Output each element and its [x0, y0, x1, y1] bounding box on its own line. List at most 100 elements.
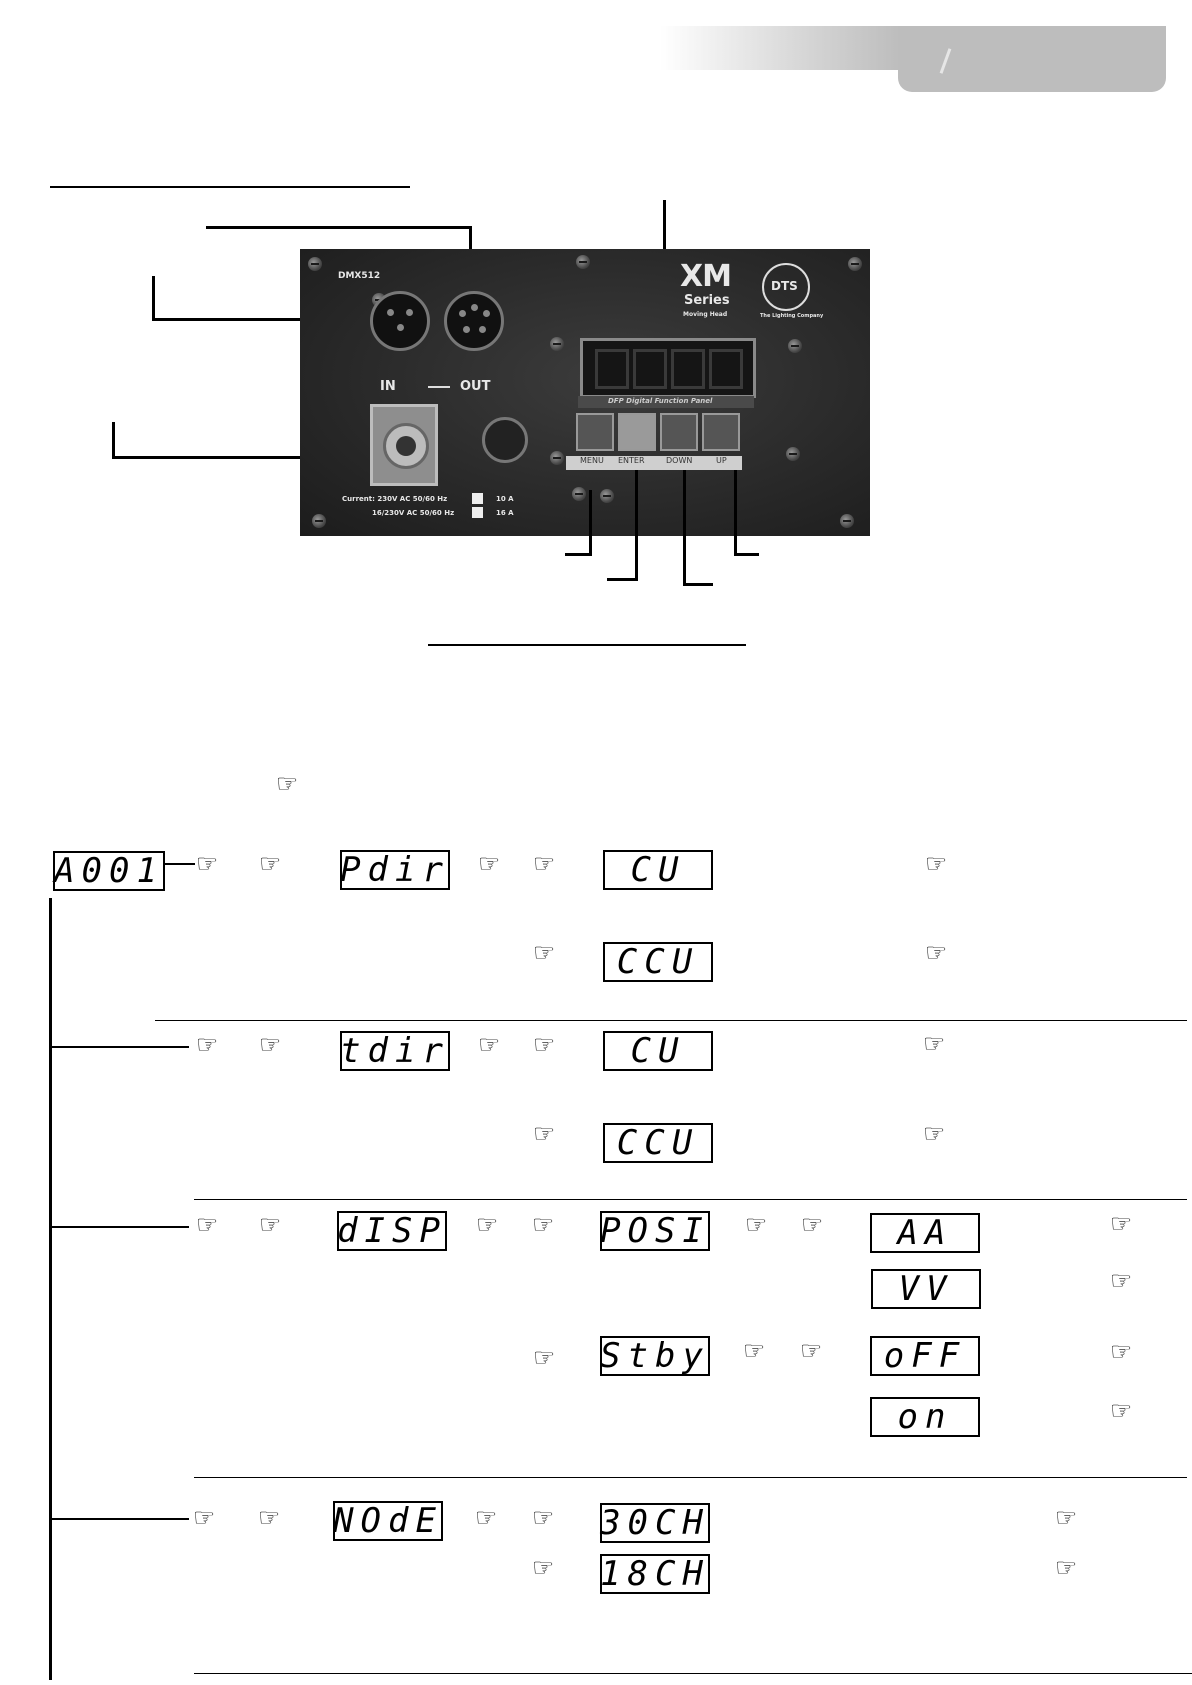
display-position-display: POSI [600, 1211, 710, 1251]
pointing-hand-icon: ☞ [1055, 1553, 1078, 1582]
callout-up-h [734, 553, 759, 556]
screw-icon [550, 337, 564, 351]
pointing-hand-icon: ☞ [532, 1210, 555, 1239]
dmx-mode-display: NOdE [333, 1501, 443, 1541]
pointing-hand-icon: ☞ [258, 1503, 281, 1532]
tilt-direction-display: tdir [340, 1031, 450, 1071]
pointing-hand-icon: ☞ [923, 1119, 946, 1148]
standby-off-display: oFF [870, 1336, 980, 1376]
dmx-out-connector [444, 291, 504, 351]
pointing-hand-icon: ☞ [1110, 1266, 1133, 1295]
position-normal-display: AA [870, 1213, 980, 1253]
standby-display: Stby [600, 1336, 710, 1376]
callout-up-v [734, 470, 737, 555]
up-button-label: UP [716, 456, 727, 465]
tree-branch [49, 1226, 189, 1228]
fuse-rating-16a: 16 A [496, 509, 514, 517]
pointing-hand-icon: ☞ [259, 849, 282, 878]
callout-enter-h [607, 578, 638, 581]
fuse-holder [482, 417, 528, 463]
pointing-hand-icon: ☞ [196, 1210, 219, 1239]
pointing-hand-icon: ☞ [923, 1029, 946, 1058]
pointing-hand-icon: ☞ [259, 1030, 282, 1059]
button-label-strip: MENU ENTER DOWN UP [566, 456, 742, 470]
row-separator [194, 1199, 1187, 1200]
pointing-hand-icon: ☞ [1110, 1209, 1133, 1238]
screw-icon [600, 489, 614, 503]
port-in-label: IN [380, 379, 396, 394]
dmx-label: DMX512 [338, 271, 381, 281]
down-button-label: DOWN [666, 456, 693, 465]
tree-trunk [49, 898, 52, 1680]
pointing-hand-icon: ☞ [478, 849, 501, 878]
brand-series: Series [684, 293, 730, 308]
standby-on-display: on [870, 1397, 980, 1437]
callout-menu-h [565, 553, 592, 556]
position-inverted-display: VV [871, 1269, 981, 1309]
screw-icon [572, 487, 586, 501]
caption-underline [428, 644, 746, 646]
screw-icon [848, 257, 862, 271]
row-separator [155, 1020, 1187, 1021]
spec-checkbox [472, 493, 483, 504]
enter-button-label: ENTER [618, 456, 645, 465]
pan-direction-display: Pdir [340, 850, 450, 890]
enter-button[interactable] [618, 413, 656, 451]
screw-icon [312, 514, 326, 528]
pointing-hand-icon: ☞ [478, 1030, 501, 1059]
display-settings-display: dISP [337, 1211, 447, 1251]
callout-power-v [112, 422, 115, 459]
dts-logo-icon: DTS [762, 263, 810, 311]
pointing-hand-icon: ☞ [196, 1030, 219, 1059]
callout-dmx-out-h [206, 226, 472, 229]
port-divider [428, 386, 450, 388]
screw-icon [308, 257, 322, 271]
header-slash-mark [939, 48, 952, 74]
pointing-hand-icon: ☞ [745, 1210, 768, 1239]
screw-icon [840, 514, 854, 528]
screw-icon [788, 339, 802, 353]
power-spec-line2: 16/230V AC 50/60 Hz [372, 509, 455, 517]
callout-enter-v [635, 470, 638, 580]
pointing-hand-icon: ☞ [925, 938, 948, 967]
callout-dmx-in-h [152, 318, 370, 321]
tree-branch [49, 1518, 189, 1520]
pointing-hand-icon: ☞ [1110, 1396, 1133, 1425]
pointing-hand-icon: ☞ [1055, 1503, 1078, 1532]
screw-icon [550, 451, 564, 465]
pan-ccw-display: CCU [603, 942, 713, 982]
pointing-hand-icon: ☞ [476, 1210, 499, 1239]
power-spec-line1: Current: 230V AC 50/60 Hz [342, 495, 448, 503]
row-separator [194, 1477, 1187, 1478]
callout-dmx-in-v [152, 276, 155, 321]
rear-panel-photo: DMX512 IN OUT Current: 230V AC 50/60 Hz … [300, 249, 870, 536]
pointing-hand-icon: ☞ [532, 1503, 555, 1532]
tree-connector [165, 863, 195, 865]
menu-button[interactable] [576, 413, 614, 451]
fuse-rating-10a: 10 A [496, 495, 514, 503]
callout-power-h [112, 456, 374, 459]
callout-menu-v [589, 490, 592, 555]
menu-root-display: A001 [53, 851, 165, 891]
pointing-hand-icon: ☞ [533, 938, 556, 967]
pointing-hand-icon: ☞ [259, 1210, 282, 1239]
pointing-hand-icon: ☞ [533, 849, 556, 878]
up-button[interactable] [702, 413, 740, 451]
pointing-hand-icon: ☞ [800, 1336, 823, 1365]
brand-xm: XM [680, 259, 732, 294]
down-button[interactable] [660, 413, 698, 451]
pointing-hand-icon: ☞ [193, 1503, 216, 1532]
power-inlet-connector [370, 404, 438, 486]
mode-30ch-display: 30CH [600, 1503, 710, 1543]
dfp-label-strip: DFP Digital Function Panel [578, 396, 754, 408]
brand-moving-head: Moving Head [683, 311, 728, 318]
callout-down-h [683, 583, 713, 586]
spec-checkbox [472, 507, 483, 518]
header-gradient-bar [660, 26, 900, 70]
pointing-hand-icon: ☞ [533, 1030, 556, 1059]
callout-down-v [683, 470, 686, 585]
port-out-label: OUT [460, 379, 491, 394]
screw-icon [786, 447, 800, 461]
pointing-hand-icon: ☞ [925, 849, 948, 878]
mode-18ch-display: 18CH [600, 1554, 710, 1594]
